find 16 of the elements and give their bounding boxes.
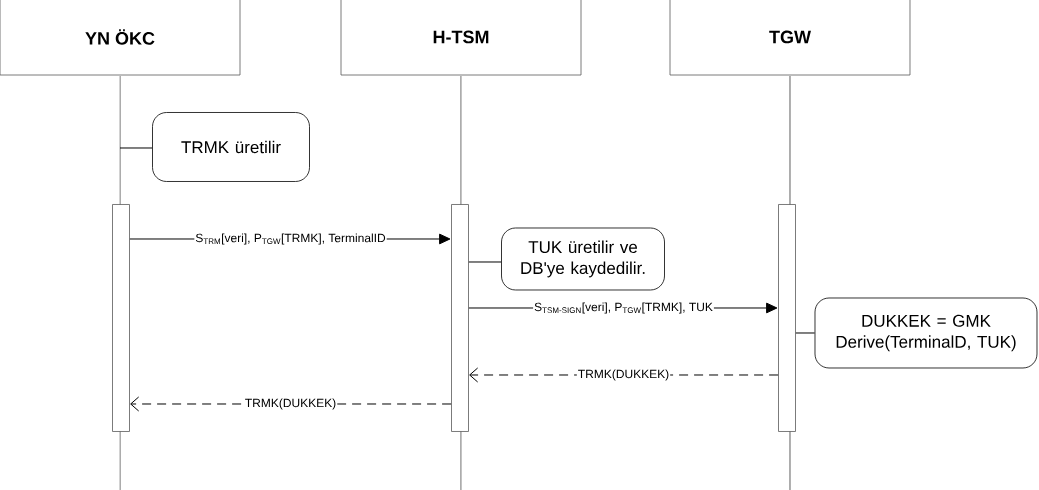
message-label: TRMK(DUKKEK) [243, 397, 338, 411]
note-box: TRMK üretilir [152, 112, 310, 182]
activation-bar [451, 204, 469, 432]
message-label: TRMK(DUKKEK) [576, 368, 671, 382]
message-label: S$_{TRM}$[veri], P$_{TGW}$[TRMK], TerminalID [194, 232, 387, 246]
note-box: DUKKEK = GMK Derive(TerminalD, TUK) [814, 297, 1038, 369]
lifeline-header: YN ÖKC [0, 0, 241, 76]
note-box: TUK üretilir ve DB'ye kaydedilir. [501, 227, 665, 291]
note-connector [119, 147, 153, 149]
activation-bar [778, 204, 796, 432]
activation-bar [112, 204, 130, 432]
message-label: S$_{TSM-SIGN}$[veri], P$_{TGW}$[TRMK], TUK [533, 301, 714, 315]
note-connector [795, 332, 816, 334]
lifeline-header: TGW [669, 0, 911, 76]
note-connector [468, 261, 502, 263]
lifeline-header: H-TSM [340, 0, 582, 76]
